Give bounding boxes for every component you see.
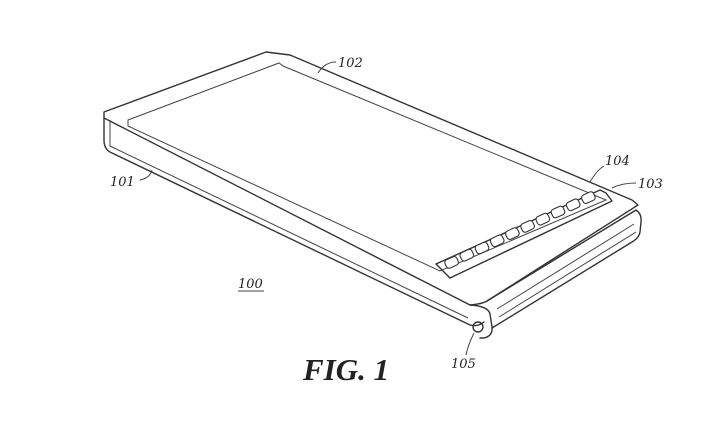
- side-face: [103, 117, 485, 327]
- label-104: 104: [605, 154, 630, 169]
- leader-101: [139, 169, 153, 181]
- key-3: [474, 241, 490, 255]
- port-circle: [472, 321, 484, 333]
- leader-103: [611, 182, 637, 189]
- figure-caption: FIG. 1: [302, 352, 389, 387]
- end-cap: [469, 209, 642, 339]
- side-face-edge: [109, 120, 469, 319]
- key-8: [550, 205, 566, 219]
- key-1: [444, 256, 459, 269]
- key-2: [459, 248, 475, 262]
- key-row: [444, 191, 596, 269]
- key-5: [505, 227, 520, 240]
- key-7: [535, 212, 551, 226]
- key-6: [520, 220, 535, 233]
- screen-bezel: [127, 62, 608, 272]
- label-101: 101: [110, 175, 135, 190]
- leader-105: [465, 332, 475, 356]
- label-105: 105: [451, 357, 476, 372]
- end-cap-groove: [496, 223, 635, 310]
- key-10: [581, 191, 596, 204]
- label-103: 103: [638, 177, 663, 192]
- top-face-outline: [103, 51, 639, 306]
- label-100: 100: [238, 277, 263, 292]
- leader-104: [589, 165, 605, 183]
- label-102: 102: [338, 56, 363, 71]
- leader-102: [317, 61, 337, 74]
- key-9: [565, 198, 581, 212]
- end-cap-groove-2: [498, 231, 637, 318]
- key-4: [489, 234, 505, 248]
